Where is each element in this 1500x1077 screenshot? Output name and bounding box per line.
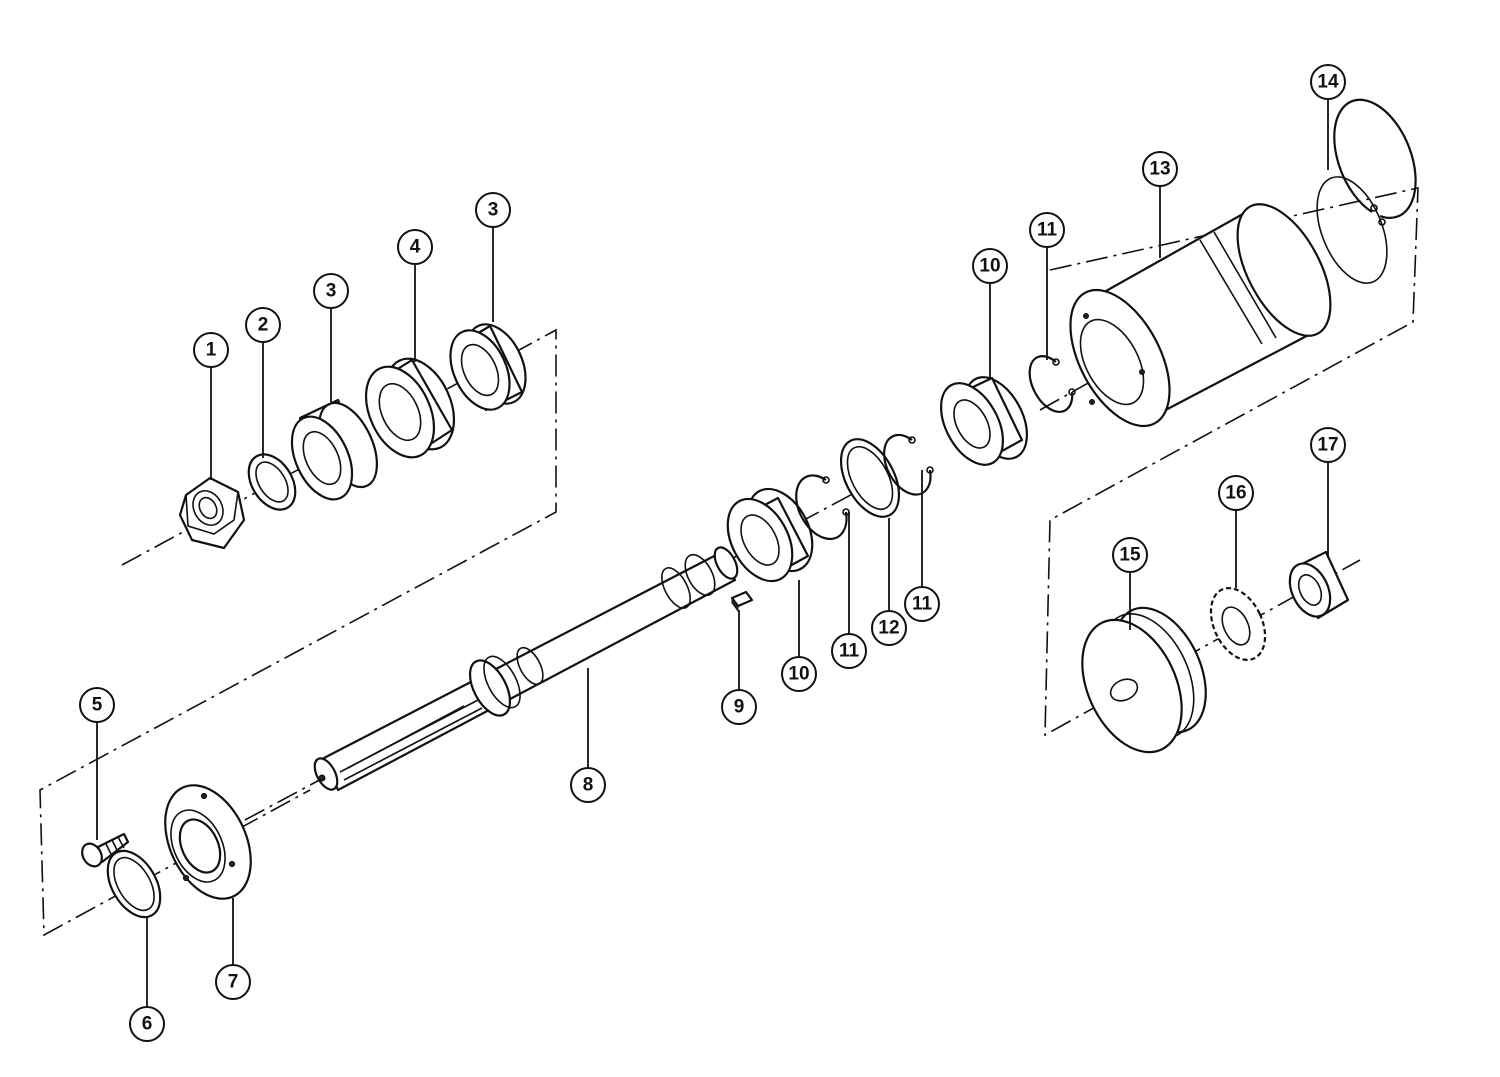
callout-17: 17 [1310, 427, 1346, 463]
callout-11a: 11 [831, 633, 867, 669]
part-screw [81, 832, 130, 868]
part-snap-ring-large [1316, 98, 1417, 284]
callout-16-label: 16 [1225, 483, 1246, 504]
callout-5-label: 5 [92, 695, 103, 716]
part-lock-washer [1209, 586, 1267, 662]
part-flange [164, 784, 252, 900]
callout-15-label: 15 [1119, 545, 1141, 566]
callout-11b-label: 11 [912, 594, 933, 615]
callout-11c-label: 11 [1037, 220, 1058, 241]
callout-14: 14 [1310, 64, 1346, 100]
part-bearing-right [940, 376, 1028, 466]
callout-7: 7 [215, 964, 251, 1000]
callout-3b-label: 3 [488, 200, 499, 221]
callout-3a-label: 3 [326, 281, 337, 302]
part-bearing-left-a [290, 398, 378, 501]
part-retaining-ring-small [247, 453, 297, 511]
part-key [730, 590, 754, 613]
part-housing [1069, 203, 1332, 428]
part-bearing-left-b [449, 323, 527, 412]
part-spacer [364, 357, 456, 459]
part-circlip-c [1028, 355, 1076, 413]
callout-7-label: 7 [228, 972, 239, 993]
callout-17-label: 17 [1317, 435, 1338, 456]
callout-13-label: 13 [1149, 159, 1170, 180]
part-circlip-a [795, 474, 850, 541]
callout-3a: 3 [313, 273, 349, 309]
callout-3b: 3 [475, 192, 511, 228]
callout-12-label: 12 [878, 618, 899, 639]
part-shaft [313, 546, 739, 792]
callout-4-label: 4 [410, 237, 421, 258]
part-hex-nut [178, 476, 246, 550]
callout-10b: 10 [972, 248, 1008, 284]
callout-14-label: 14 [1317, 72, 1339, 93]
part-circlip-b [883, 433, 934, 496]
part-seal-ring [106, 849, 162, 919]
part-thrust-ring [839, 438, 901, 518]
callout-9-label: 9 [734, 697, 745, 718]
leader-lines [96, 99, 1329, 1007]
callout-10a: 10 [781, 656, 817, 692]
callout-1-label: 1 [206, 340, 217, 361]
callout-5: 5 [79, 687, 115, 723]
callout-11b: 11 [904, 586, 940, 622]
callout-8: 8 [570, 767, 606, 803]
callout-11a-label: 11 [839, 641, 860, 662]
callout-10a-label: 10 [788, 664, 809, 685]
callout-6: 6 [129, 1006, 165, 1042]
callout-11c: 11 [1029, 212, 1065, 248]
part-bearing-middle [726, 487, 814, 583]
callout-2-label: 2 [258, 315, 269, 336]
callout-15: 15 [1112, 537, 1148, 573]
callout-9: 9 [721, 689, 757, 725]
callout-1: 1 [193, 332, 229, 368]
callout-10b-label: 10 [979, 256, 1000, 277]
part-pulley [1081, 606, 1207, 754]
callout-8-label: 8 [583, 775, 594, 796]
callout-2: 2 [245, 307, 281, 343]
part-lock-nut [1288, 550, 1350, 620]
callout-6-label: 6 [142, 1014, 153, 1035]
callout-16: 16 [1218, 475, 1254, 511]
callout-13: 13 [1142, 151, 1178, 187]
callout-12: 12 [871, 610, 907, 646]
callout-4: 4 [397, 229, 433, 265]
